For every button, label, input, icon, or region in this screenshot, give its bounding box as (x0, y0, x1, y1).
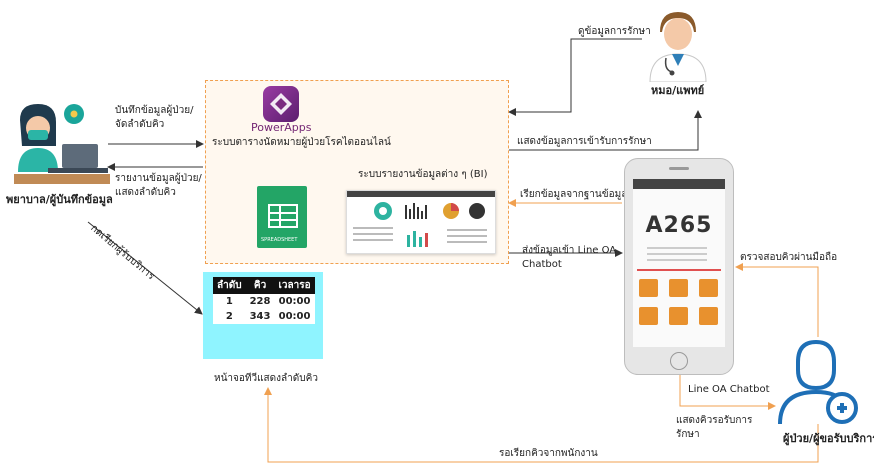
bi-caption: ระบบรายงานข้อมูลต่าง ๆ (BI) (358, 169, 488, 180)
queue-tv-screen: ลำดับ คิว เวลารอ 1 228 00:00 2 343 00:00 (203, 272, 323, 359)
table-row: 2 343 00:00 (213, 309, 315, 324)
doctor-label: หมอ/แพทย์ (651, 84, 705, 97)
powerapps-caption: ระบบตารางนัดหมายผู้ป่วยโรคไตออนไลน์ (212, 137, 391, 148)
record-label-line1: บันทึกข้อมูลผู้ป่วย/ (115, 105, 194, 116)
table-row: 1 228 00:00 (213, 294, 315, 309)
check-label: ตรวจสอบคิวผ่านมือถือ (740, 252, 838, 263)
powerapps-diamond-icon (270, 93, 292, 115)
doctor-view-label: ดูข้อมูลการรักษา (578, 26, 651, 37)
send-label-line2: Chatbot (522, 259, 562, 270)
arrow-chatbot (679, 375, 776, 410)
arrow-doctor-show (509, 110, 702, 151)
spreadsheet-icon: SPREADSHEET (257, 186, 307, 248)
queue-number: A265 (645, 213, 713, 238)
queue-header-wait: เวลารอ (274, 277, 315, 294)
arrow-wait (264, 387, 819, 463)
nurse-label: พยาบาล/ผู้บันทึกข้อมูล (6, 193, 113, 206)
powerapps-logo (263, 86, 299, 122)
wait-label: รอเรียกคิวจากพนักงาน (499, 448, 598, 459)
queue-screen-caption: หน้าจอทีวีแสดงลำดับคิว (214, 373, 318, 384)
send-label-line1: ส่งข้อมูลเข้า Line OA (522, 245, 617, 256)
queue-header-order: ลำดับ (213, 277, 246, 294)
queue-table: ลำดับ คิว เวลารอ 1 228 00:00 2 343 00:00 (213, 277, 315, 324)
arrow-call (87, 221, 203, 315)
phone-speaker (669, 167, 689, 170)
powerapps-name: PowerApps (251, 121, 312, 134)
mobile-phone: A265 (624, 158, 734, 375)
report-label-line1: รายงานข้อมูลผู้ป่วย/ (115, 173, 202, 184)
bi-dashboard-thumbnail (346, 190, 496, 254)
patient-icon (778, 339, 858, 425)
nurse-icon (14, 104, 110, 184)
show-queue-line1: แสดงคิวรอรับการ (676, 415, 753, 426)
queue-header-queue: คิว (245, 277, 275, 294)
dashboard-chart-icon (347, 191, 495, 247)
patient-label: ผู้ป่วย/ผู้ขอรับบริการ (783, 432, 874, 445)
fetch-label: เรียกข้อมูลจากฐานข้อมูล (520, 189, 628, 200)
arrow-doctor-view (508, 38, 642, 116)
doctor-show-label: แสดงข้อมูลการเข้ารับการรักษา (517, 136, 652, 147)
chatbot-label: Line OA Chatbot (688, 384, 770, 395)
arrow-check (735, 263, 819, 337)
show-queue-line2: รักษา (676, 429, 700, 440)
phone-home-button (670, 352, 688, 370)
line-oa-screen: A265 (633, 179, 725, 347)
sheet-caption: SPREADSHEET (261, 237, 298, 243)
report-label-line2: แสดงลำดับคิว (115, 187, 176, 198)
doctor-icon (649, 12, 707, 82)
record-label-line2: จัดลำดับคิว (115, 119, 165, 130)
